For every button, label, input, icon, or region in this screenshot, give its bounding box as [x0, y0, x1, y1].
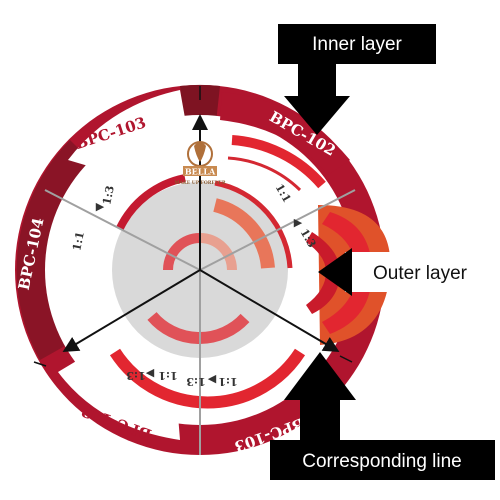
- inner-band-upper-right: [213, 198, 275, 269]
- logo: BELLA MAKE UP FOREVER: [174, 141, 226, 186]
- logo-plate: [183, 166, 217, 176]
- logo-figure-icon: [194, 142, 206, 162]
- logo-name: BELLA: [185, 167, 216, 177]
- callout-outer-arrow-icon: [318, 248, 352, 296]
- callout-line-arrow-icon: [284, 352, 356, 440]
- ratio-bottom-left-arrow: ◀: [146, 366, 155, 379]
- inner-band-bottom-inner: [147, 311, 250, 344]
- callout-inner-text: Inner layer: [312, 34, 402, 55]
- label-band-bpc-103-top: [68, 90, 185, 168]
- ratio-bottom-right-left: 1:1: [218, 375, 237, 388]
- inner-band-right-dark: [214, 180, 293, 269]
- ratio-upper-left-right: 1:3: [100, 184, 117, 206]
- ratio-upper-left-arrow: ▶: [96, 200, 105, 213]
- inner-band-center: [163, 233, 201, 271]
- ratio-upper-left-left: 1:1: [70, 230, 87, 252]
- label-band-bpc-102-bottom: [58, 360, 180, 440]
- top-right-band: [231, 135, 326, 189]
- logo-tagline: MAKE UP FOREVER: [174, 180, 225, 186]
- callout-inner-arrow-icon: [284, 64, 350, 135]
- callout-outer-text: Outer layer: [373, 263, 468, 284]
- outer-layer-band-inner: [306, 232, 340, 314]
- callout-line-box: [270, 440, 495, 480]
- corresponding-line-right: [199, 269, 340, 353]
- corresponding-line-tick-right: [339, 355, 353, 363]
- inner-band-center-lower: [199, 233, 237, 271]
- ratio-bottom-left-right: 1:3: [126, 369, 145, 382]
- inner-band-upper-left: [116, 174, 186, 230]
- callout-line-text: Corresponding line: [302, 451, 462, 472]
- outer-layer-band-red: [322, 212, 372, 334]
- ratio-bottom-left-left: 1:1: [158, 369, 177, 382]
- ratio-bottom-right-right: 1:3: [186, 375, 205, 388]
- divider-right: [199, 189, 356, 271]
- divider-left: [44, 189, 201, 271]
- corresponding-line-tick-left: [33, 361, 47, 367]
- inner-band-bottom: [109, 348, 306, 409]
- ratio-upper-right-arrow: ▶: [294, 216, 303, 229]
- corresponding-line-left: [62, 269, 201, 353]
- label-band-bpc-102-top: [220, 92, 350, 175]
- ratio-bottom-right-arrow: ◀: [208, 372, 217, 385]
- callout-outer-box: [345, 252, 495, 292]
- top-right-band-inner: [227, 156, 302, 192]
- callout-inner-box: [278, 24, 436, 64]
